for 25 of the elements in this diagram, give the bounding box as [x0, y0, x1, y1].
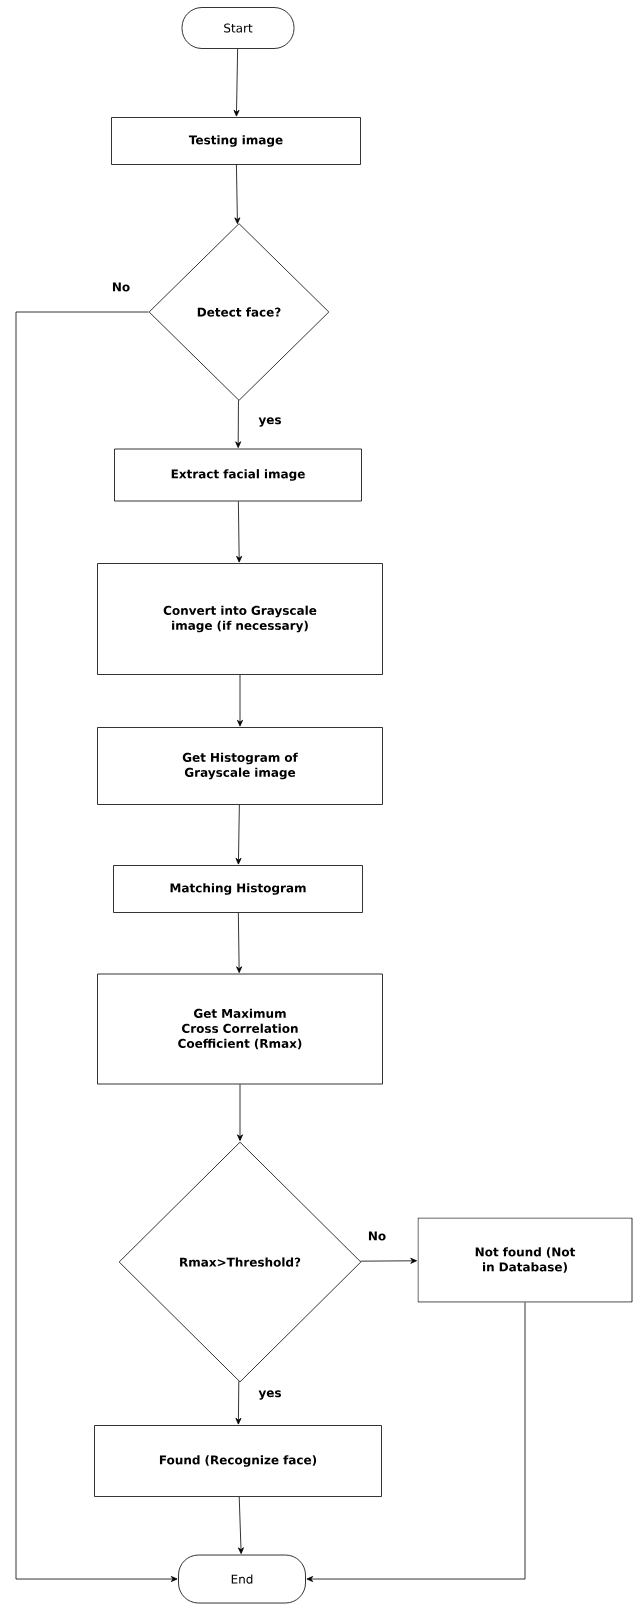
arrow: [236, 501, 243, 563]
arrow: [237, 674, 243, 727]
process-box: Get Histogram of Grayscale image: [97, 727, 383, 805]
arrow: [360, 1257, 417, 1264]
edge-label: No: [110, 281, 132, 293]
arrow: [235, 1380, 242, 1425]
process-box: Testing image: [111, 117, 361, 165]
process-box: Not found (Not in Database): [417, 1217, 633, 1303]
arrow: [237, 1084, 243, 1141]
arrow: [306, 1302, 526, 1582]
edge-label: yes: [257, 416, 283, 428]
arrow: [236, 912, 243, 973]
process-box: Extract facial image: [114, 448, 362, 502]
process-box: Found (Recognize face): [94, 1425, 382, 1497]
arrow: [15, 311, 178, 1582]
edge-label: yes: [257, 1389, 283, 1401]
process-box: Get Maximum Cross Correlation Coefficient (Rmax): [97, 973, 383, 1085]
process-box: Matching Histogram: [113, 865, 363, 913]
process-box: Convert into Grayscale image (if necessary): [97, 563, 383, 675]
arrow: [233, 48, 240, 117]
edge-label: No: [366, 1230, 388, 1242]
arrow: [238, 1496, 244, 1554]
arrow: [235, 400, 242, 448]
arrow: [234, 164, 241, 224]
arrow: [235, 804, 242, 865]
